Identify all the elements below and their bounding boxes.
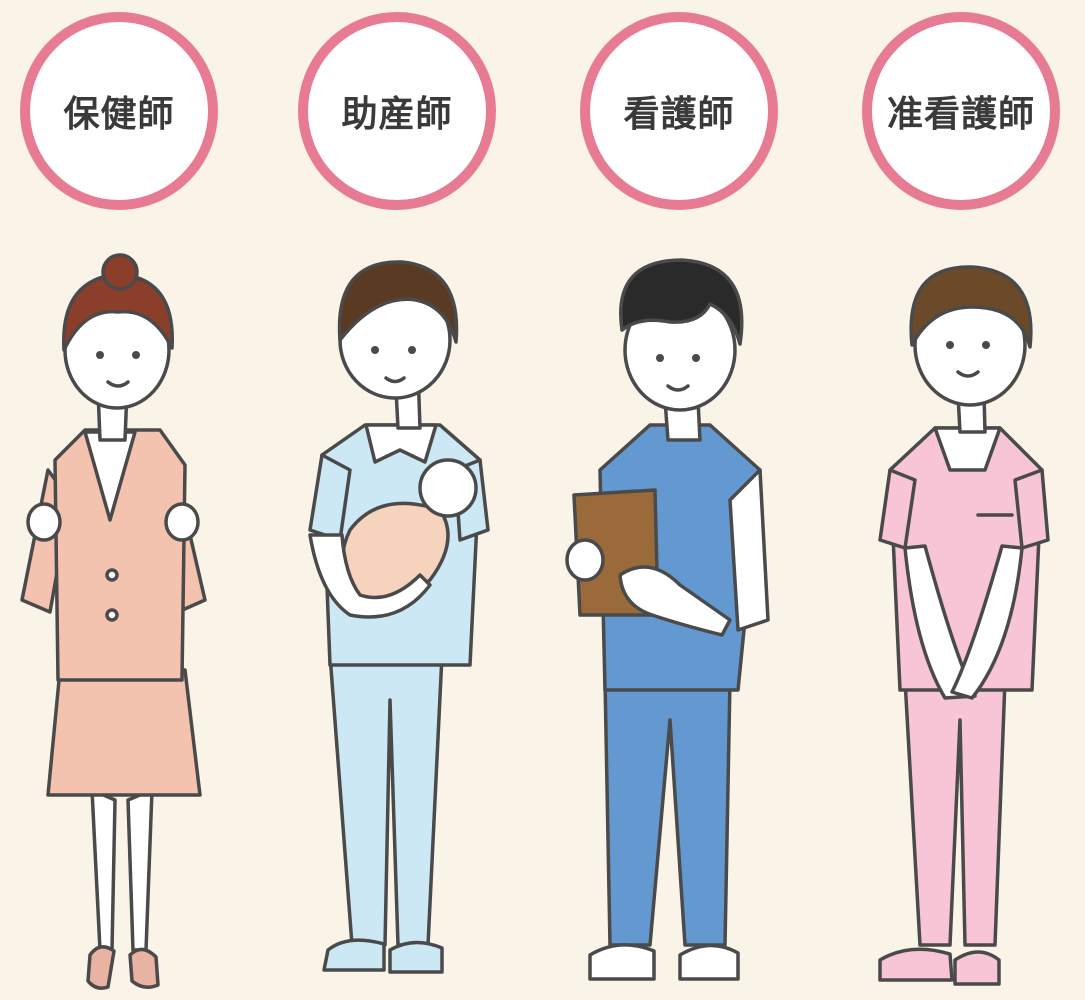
skirt bbox=[46, 668, 202, 797]
badge-nurse: 看護師 bbox=[580, 12, 778, 210]
fist-left bbox=[26, 502, 62, 542]
collar bbox=[364, 423, 438, 464]
hair bbox=[619, 258, 744, 346]
badge-label: 助産師 bbox=[341, 94, 453, 135]
hair-bun bbox=[101, 253, 139, 291]
figure-public-health-nurse bbox=[20, 253, 207, 990]
hair bbox=[62, 272, 174, 352]
shoe-right bbox=[388, 940, 444, 974]
shoe-right bbox=[953, 950, 1001, 986]
figure-assistant-nurse bbox=[878, 265, 1050, 986]
arm-right bbox=[728, 468, 770, 632]
trousers bbox=[328, 653, 444, 947]
trousers bbox=[603, 678, 732, 947]
trousers bbox=[903, 678, 1007, 947]
hand-left bbox=[565, 538, 605, 582]
figure-midwife bbox=[308, 260, 490, 974]
badge-label: 保健師 bbox=[63, 94, 175, 135]
jacket bbox=[53, 428, 187, 682]
baby-head bbox=[418, 458, 478, 518]
badge-public-health-nurse: 保健師 bbox=[20, 12, 218, 210]
arm bbox=[308, 533, 432, 619]
shoe-left bbox=[588, 943, 656, 981]
badge-label: 看護師 bbox=[623, 94, 735, 135]
shoe-left bbox=[878, 947, 954, 982]
badge-midwife: 助産師 bbox=[298, 12, 496, 210]
shoe-right bbox=[678, 943, 740, 981]
hair bbox=[909, 265, 1033, 349]
hair bbox=[337, 260, 459, 344]
shoe-right bbox=[128, 947, 160, 989]
badge-label: 准看護師 bbox=[886, 94, 1035, 135]
shoe-left bbox=[86, 945, 116, 990]
fist-right bbox=[164, 502, 200, 542]
hand-right bbox=[618, 565, 732, 637]
figure-nurse bbox=[565, 258, 770, 981]
arm-right bbox=[950, 544, 1024, 700]
badge-assistant-nurse: 准看護師 bbox=[862, 12, 1060, 210]
shoe-left bbox=[322, 938, 386, 972]
